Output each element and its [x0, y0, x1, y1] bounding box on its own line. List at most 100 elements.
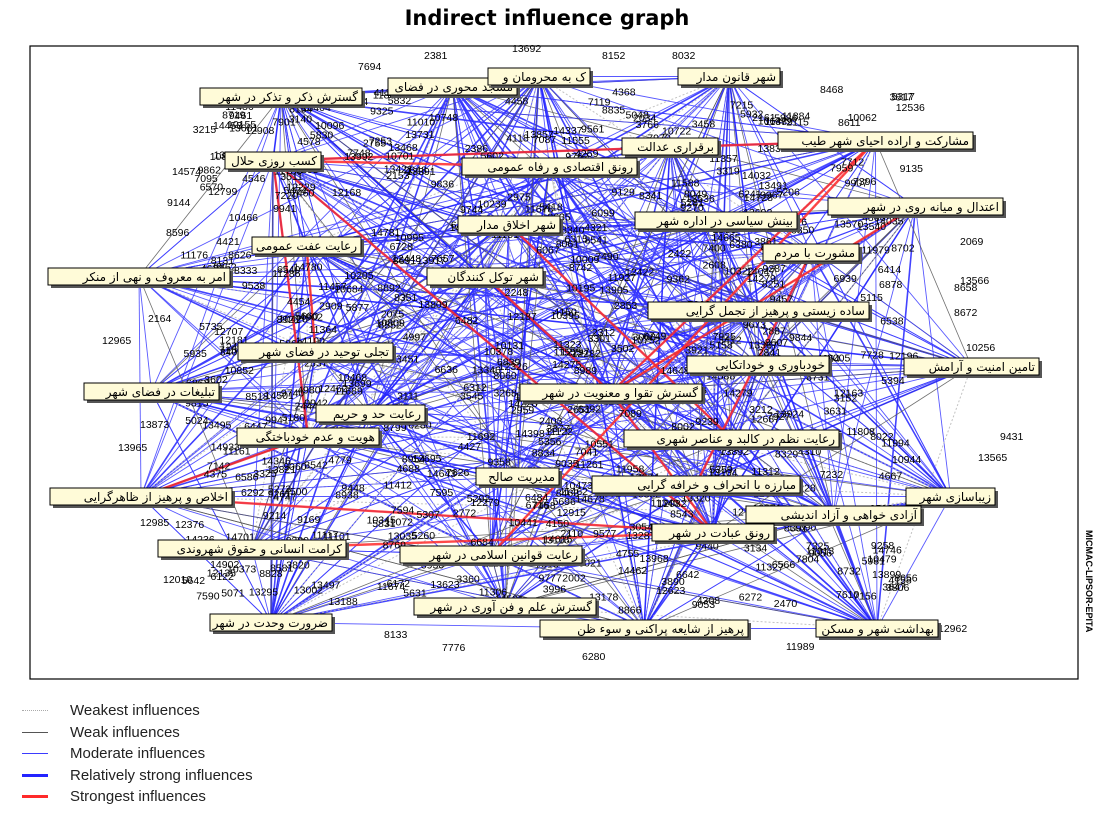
edge-weight-label: 12282 — [572, 348, 601, 360]
edge-moderate — [307, 76, 540, 437]
legend-item-weak: Weak influences — [22, 722, 253, 744]
edge-weakest — [272, 160, 518, 477]
edge-value: 6280 — [582, 651, 606, 663]
edge-relatively-strong — [138, 275, 972, 368]
edge-value: 13965 — [118, 442, 147, 454]
edge-weight-label: 13992 — [344, 151, 373, 163]
edge-weight-label: 11072 — [385, 516, 414, 528]
edge-weight-label: 10378 — [484, 346, 513, 358]
node-n24: رعایت نظم در کالبد و عناصر شهری — [623, 429, 842, 450]
edge-weight-label: 9239 — [695, 416, 719, 428]
node-box — [539, 619, 749, 638]
node-n27: زیباسازی شهر — [905, 487, 998, 508]
edge-moderate — [151, 166, 550, 392]
node-label: بهداشت شهر و مسکن — [821, 622, 934, 637]
edge-weight-label: 9169 — [297, 514, 321, 526]
edge-weight-label: 11689 — [334, 385, 363, 397]
edge-weight-label: 4902 — [300, 312, 324, 324]
node-label: اعتدال و میانه روی در شهر — [863, 200, 999, 215]
edge-moderate — [138, 276, 309, 437]
edge-weight-label: 9967 — [760, 189, 784, 201]
edge-weight-label: 12326 — [499, 361, 528, 373]
edge-weight-label: 11161 — [223, 445, 251, 457]
edge-weight-label: 3511 — [280, 171, 303, 183]
edge-weight-label: 5048 — [626, 110, 650, 122]
graph-title: Indirect influence graph — [404, 6, 690, 30]
edge-weight-label: 3215 — [193, 124, 217, 136]
edge-weight-label: 3817 — [890, 91, 914, 103]
legend-swatch-relatively-strong — [22, 773, 48, 777]
edge-weight-label: 5206 — [777, 187, 801, 199]
edge-weight-label: 8131 — [211, 255, 235, 267]
edge-weight-label: 5830 — [310, 129, 334, 141]
edge-weight-label: 3921 — [685, 345, 709, 357]
edge-value: 2164 — [148, 313, 172, 325]
edge-weight-label: 4578 — [297, 136, 321, 148]
edge-value: 3806 — [886, 582, 910, 594]
edge-weight-label: 11692 — [467, 431, 496, 443]
edge-weight-label: 3134 — [744, 543, 768, 555]
node-label: برقراری عدالت — [637, 140, 714, 155]
edge-weight-label: 5932 — [740, 109, 764, 121]
node-n20: تبلیغات در فضای شهر — [83, 382, 222, 403]
edge-weight-label: 5024 — [185, 415, 209, 427]
edge-moderate — [728, 76, 951, 497]
node-box — [762, 243, 860, 262]
edge-weight-label: 10441 — [509, 517, 538, 529]
node-label: مسجد محوری در فضای — [394, 80, 513, 95]
node-n21: گسترش تقوا و معنویت در شهر — [519, 383, 705, 404]
edge-weight-label: 8543 — [670, 509, 694, 521]
node-box — [487, 67, 591, 86]
edge-weight-label: 12462 — [318, 383, 347, 395]
edge-weight-label: 14398 — [516, 428, 545, 440]
edge-weight-label: 10395 — [551, 310, 580, 322]
edge-weight-label: 8351 — [394, 292, 418, 304]
edge-moderate — [490, 476, 518, 555]
edge-moderate — [280, 96, 316, 352]
edge-weight-label: 2034 — [633, 112, 657, 124]
legend-item-weakest: Weakest influences — [22, 700, 253, 722]
edge-relatively-strong — [270, 413, 372, 623]
edge-weight-label: 7594 — [391, 504, 415, 516]
edge-weight-label: 12536 — [896, 102, 925, 114]
edge-weight-label: 7041 — [575, 447, 599, 459]
edge-value: 13566 — [960, 275, 989, 287]
legend-swatch-strongest — [22, 795, 48, 799]
edge-weight-label: 9461 — [229, 110, 253, 122]
edge-value: 8596 — [166, 227, 190, 239]
edge-weakest — [876, 366, 972, 629]
edge-weight-label: 9325 — [370, 105, 394, 117]
edge-weight-label: 14746 — [873, 545, 902, 557]
edge-weight-label: 14781 — [371, 227, 400, 239]
legend-item-moderate: Moderate influences — [22, 743, 253, 765]
edge-moderate — [452, 86, 612, 393]
edge-weight-label: 6380 — [729, 239, 753, 251]
edge-weight-label: 14648 — [661, 365, 690, 377]
edge-weight-label: 2153 — [386, 170, 410, 182]
edge-weight-label: 14279 — [723, 387, 752, 399]
edge-moderate — [270, 436, 309, 623]
edge-weight-label: 2115 — [786, 116, 809, 128]
edge-weight-label: 6642 — [676, 569, 700, 581]
edge-weight-label: 10345 — [367, 515, 396, 527]
node-box — [209, 613, 333, 632]
edge-relatively-strong — [643, 532, 714, 629]
edge-moderate — [490, 554, 878, 629]
node-n11: بینش سیاسی در اداره شهر — [634, 211, 800, 232]
edge-moderate — [810, 252, 834, 515]
edge-weight-label: 3647 — [882, 581, 906, 593]
edge-weakest — [270, 146, 671, 623]
edge-weight-label: 5474 — [284, 185, 308, 197]
edge-weight-label: 8835 — [602, 105, 626, 117]
edge-moderate — [151, 391, 697, 485]
edge-strongest — [272, 139, 876, 162]
edge-weight-label: 2651 — [567, 404, 591, 416]
edge-moderate — [643, 484, 697, 629]
edge-weakest — [484, 166, 550, 277]
edge-weak — [504, 514, 834, 607]
edge-weight-label: 11327 — [756, 562, 785, 574]
edge-strongest — [484, 275, 612, 394]
edge-weight-label: 5660 — [295, 311, 319, 323]
edge-weight-label: 12687 — [751, 414, 780, 426]
edge-relatively-strong — [369, 275, 486, 415]
